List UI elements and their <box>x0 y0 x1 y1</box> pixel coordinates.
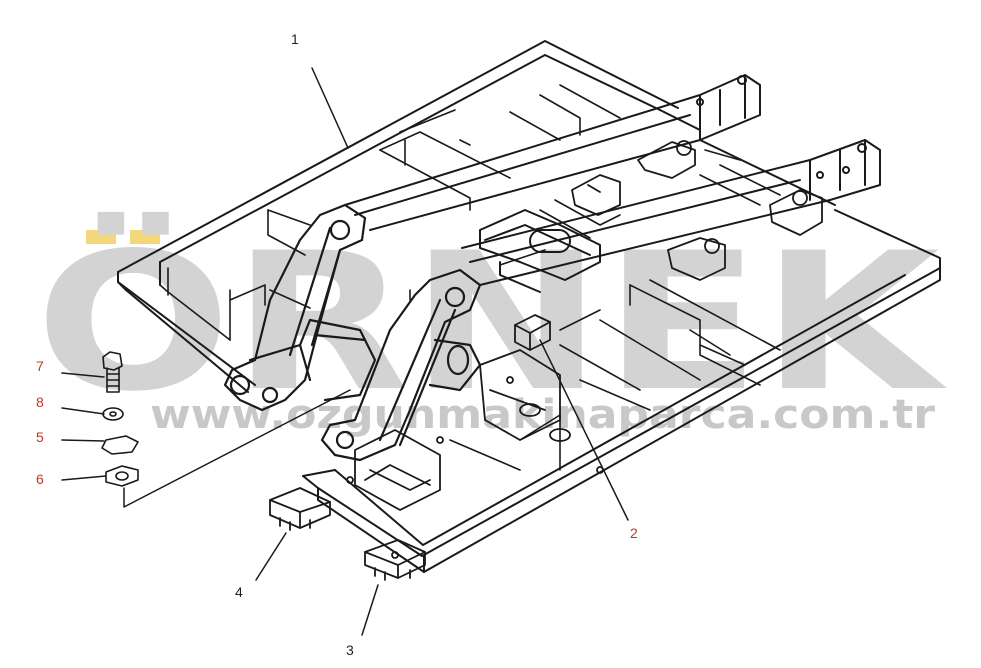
leader-assembly <box>123 389 351 508</box>
front-deck <box>346 349 604 559</box>
leader-3 <box>361 584 379 636</box>
front-brackets <box>269 487 426 581</box>
leader-5 <box>61 439 105 442</box>
leader-4 <box>255 532 287 581</box>
callout-8: 8 <box>36 394 44 410</box>
leader-7 <box>61 372 105 378</box>
center-cradle <box>479 209 601 293</box>
callout-4: 4 <box>235 584 243 600</box>
leader-6 <box>61 475 107 481</box>
leader-2 <box>539 339 629 521</box>
shim <box>105 465 139 487</box>
callout-6: 6 <box>36 471 44 487</box>
watermark-url: www.ozgunmakinaparca.com.tr <box>150 392 935 438</box>
leader-8 <box>61 407 105 415</box>
callout-3: 3 <box>346 642 354 658</box>
hardware-stack <box>101 351 139 487</box>
left-lift-arm <box>223 203 377 412</box>
callout-7: 7 <box>36 358 44 374</box>
leader-1 <box>311 67 349 149</box>
watermark-dot-right <box>130 230 160 244</box>
plate <box>101 435 139 455</box>
bolt-head <box>102 351 123 371</box>
callout-labels: 1 2 3 4 5 6 7 8 <box>36 31 638 658</box>
watermark-dots <box>86 230 160 244</box>
callout-1: 1 <box>291 31 299 47</box>
watermark-dot-left <box>86 230 116 244</box>
frame-drawing <box>61 40 941 636</box>
arm-brackets <box>571 140 823 281</box>
callout-5: 5 <box>36 429 44 445</box>
watermark: ÖRNEK www.ozgunmakinaparca.com.tr <box>35 211 947 438</box>
right-lift-arm <box>320 268 482 462</box>
mounting-pad <box>514 314 551 351</box>
leader-lines <box>61 67 629 636</box>
callout-2: 2 <box>630 525 638 541</box>
